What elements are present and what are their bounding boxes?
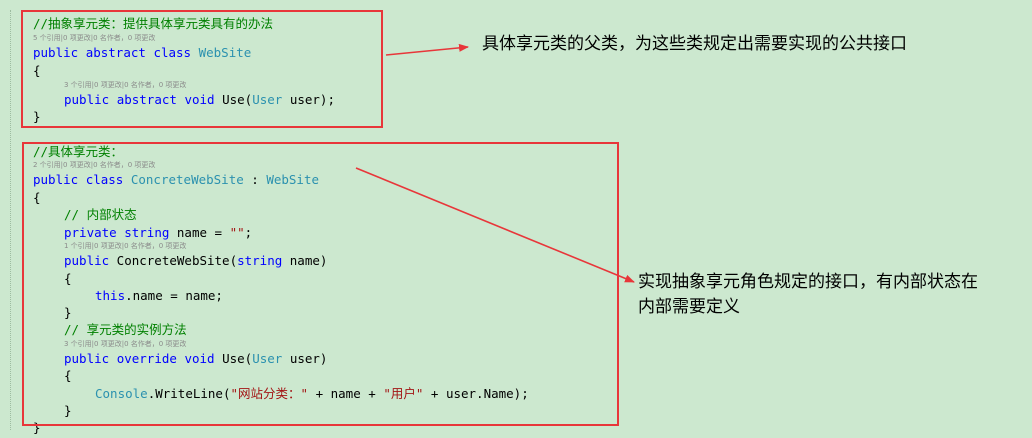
- keyword-class: class: [85, 172, 124, 187]
- codelens-method-use[interactable]: 3 个引用|0 项更改|0 名作者，0 项更改: [64, 81, 187, 89]
- highlight-box-abstract: [21, 10, 383, 128]
- keyword-override: override: [116, 351, 177, 366]
- comment-internal-state: // 内部状态: [64, 207, 137, 222]
- concat-user-name: + user.Name);: [423, 386, 529, 401]
- field-name-declaration[interactable]: private string name = "";: [64, 224, 252, 241]
- constructor-open-brace: {: [64, 271, 72, 286]
- constructor-declaration[interactable]: public ConcreteWebSite(string name): [64, 252, 327, 269]
- comment-instance-method: // 享元类的实例方法: [64, 322, 187, 337]
- keyword-public: public: [64, 351, 110, 366]
- keyword-public: public: [64, 253, 110, 268]
- assignment: .name = name;: [125, 288, 223, 303]
- comment-concrete-flyweight: //具体享元类：: [33, 144, 124, 159]
- close-brace: }: [33, 109, 41, 124]
- keyword-class: class: [153, 45, 192, 60]
- constructor-body[interactable]: this.name = name;: [95, 287, 223, 304]
- param-name: user);: [282, 92, 335, 107]
- arrow-to-note1: [385, 43, 469, 56]
- keyword-public: public: [33, 172, 79, 187]
- open-brace: {: [33, 190, 41, 205]
- comment-abstract-flyweight: //抽象享元类：提供具体享元类具有的办法: [33, 16, 274, 31]
- class-name-concretewebsite: ConcreteWebSite: [130, 172, 244, 187]
- field-name: name =: [169, 225, 230, 240]
- string-literal-user: "用户": [383, 386, 424, 401]
- method-name-use: Use(: [222, 92, 253, 107]
- param-name: user): [282, 351, 328, 366]
- codelens-method-use[interactable]: 3 个引用|0 项更改|0 名作者，0 项更改: [64, 340, 187, 348]
- console-writeline-statement[interactable]: Console.WriteLine("网站分类：" + name + "用户" …: [95, 385, 529, 402]
- empty-string-literal: "": [229, 225, 245, 240]
- keyword-abstract: abstract: [116, 92, 177, 107]
- param-type-user: User: [252, 351, 283, 366]
- constructor-param: name): [282, 253, 328, 268]
- keyword-string: string: [124, 225, 170, 240]
- codelens-class-websit[interactable]: 5 个引用|0 项更改|0 名作者，0 项更改: [33, 34, 156, 42]
- open-brace: {: [33, 63, 41, 78]
- highlight-box-concrete: [22, 142, 619, 426]
- keyword-public: public: [33, 45, 79, 60]
- writeline-call: .WriteLine(: [147, 386, 231, 401]
- keyword-void: void: [184, 92, 215, 107]
- annotation-note-concrete-line2: 内部需要定义: [638, 297, 740, 317]
- class-declaration-concrete[interactable]: public class ConcreteWebSite : WebSite: [33, 171, 319, 188]
- keyword-void: void: [184, 351, 215, 366]
- constructor-name: ConcreteWebSite(: [109, 253, 238, 268]
- class-name-website: WebSite: [198, 45, 252, 60]
- keyword-this: this: [95, 288, 126, 303]
- method-name-use: Use(: [214, 351, 253, 366]
- semicolon: ;: [244, 225, 253, 240]
- class-close-brace: }: [33, 420, 41, 435]
- annotation-note-concrete-line1: 实现抽象享元角色规定的接口，有内部状态在: [638, 272, 978, 292]
- method-close-brace: }: [64, 403, 72, 418]
- codelens-constructor[interactable]: 1 个引用|0 项更改|0 名作者，0 项更改: [64, 242, 187, 250]
- annotation-note-abstract: 具体享元类的父类，为这些类规定出需要实现的公共接口: [482, 34, 907, 54]
- param-type-user: User: [252, 92, 283, 107]
- concat-name: + name +: [308, 386, 384, 401]
- inheritance-colon: :: [243, 172, 267, 187]
- keyword-string: string: [237, 253, 283, 268]
- override-method-use[interactable]: public override void Use(User user): [64, 350, 327, 367]
- type-console: Console: [95, 386, 148, 401]
- editor-guide-line: [10, 10, 12, 430]
- constructor-close-brace: }: [64, 305, 72, 320]
- base-class-website: WebSite: [266, 172, 320, 187]
- keyword-public: public: [64, 92, 110, 107]
- keyword-abstract: abstract: [85, 45, 146, 60]
- codelens-class-concrete[interactable]: 2 个引用|0 项更改|0 名作者，0 项更改: [33, 161, 156, 169]
- class-declaration-website[interactable]: public abstract class WebSite: [33, 44, 251, 61]
- string-literal-site-category: "网站分类：": [230, 386, 309, 401]
- abstract-method-use[interactable]: public abstract void Use(User user);: [64, 91, 335, 108]
- keyword-private: private: [64, 225, 117, 240]
- method-open-brace: {: [64, 368, 72, 383]
